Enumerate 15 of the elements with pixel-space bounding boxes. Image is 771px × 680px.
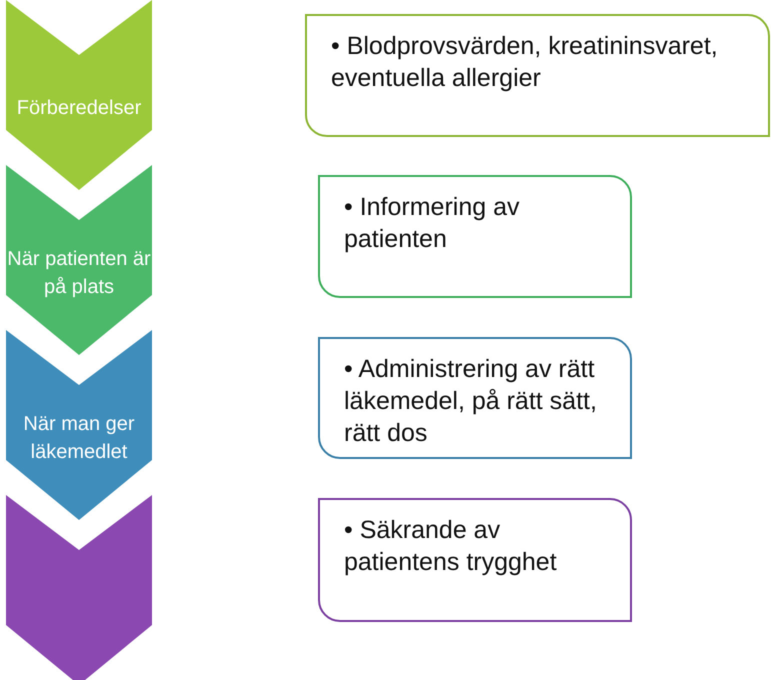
text-card <box>305 14 770 137</box>
step-label: Förberedelser <box>16 96 142 121</box>
chevron-shape <box>4 495 154 680</box>
bullet-text: • Administrering av rätt läkemedel, på rätt sätt, rätt dos <box>344 354 598 449</box>
bullet-text: • Informering av patienten <box>344 192 520 255</box>
step-label: När man ger läkemedlet <box>22 412 136 465</box>
text-card <box>318 175 632 298</box>
bullet-text: • Säkrande av patientens trygghet <box>344 515 558 578</box>
chevron-shape <box>4 0 154 190</box>
step-label: När patienten är på plats <box>6 247 152 300</box>
text-card <box>318 337 632 459</box>
chevron-shape <box>4 330 154 520</box>
bullet-text: • Blodprovsvärden, kreatininsvaret, eventuella allergier <box>331 31 719 94</box>
text-card <box>318 498 632 622</box>
chevron-shape <box>4 165 154 355</box>
